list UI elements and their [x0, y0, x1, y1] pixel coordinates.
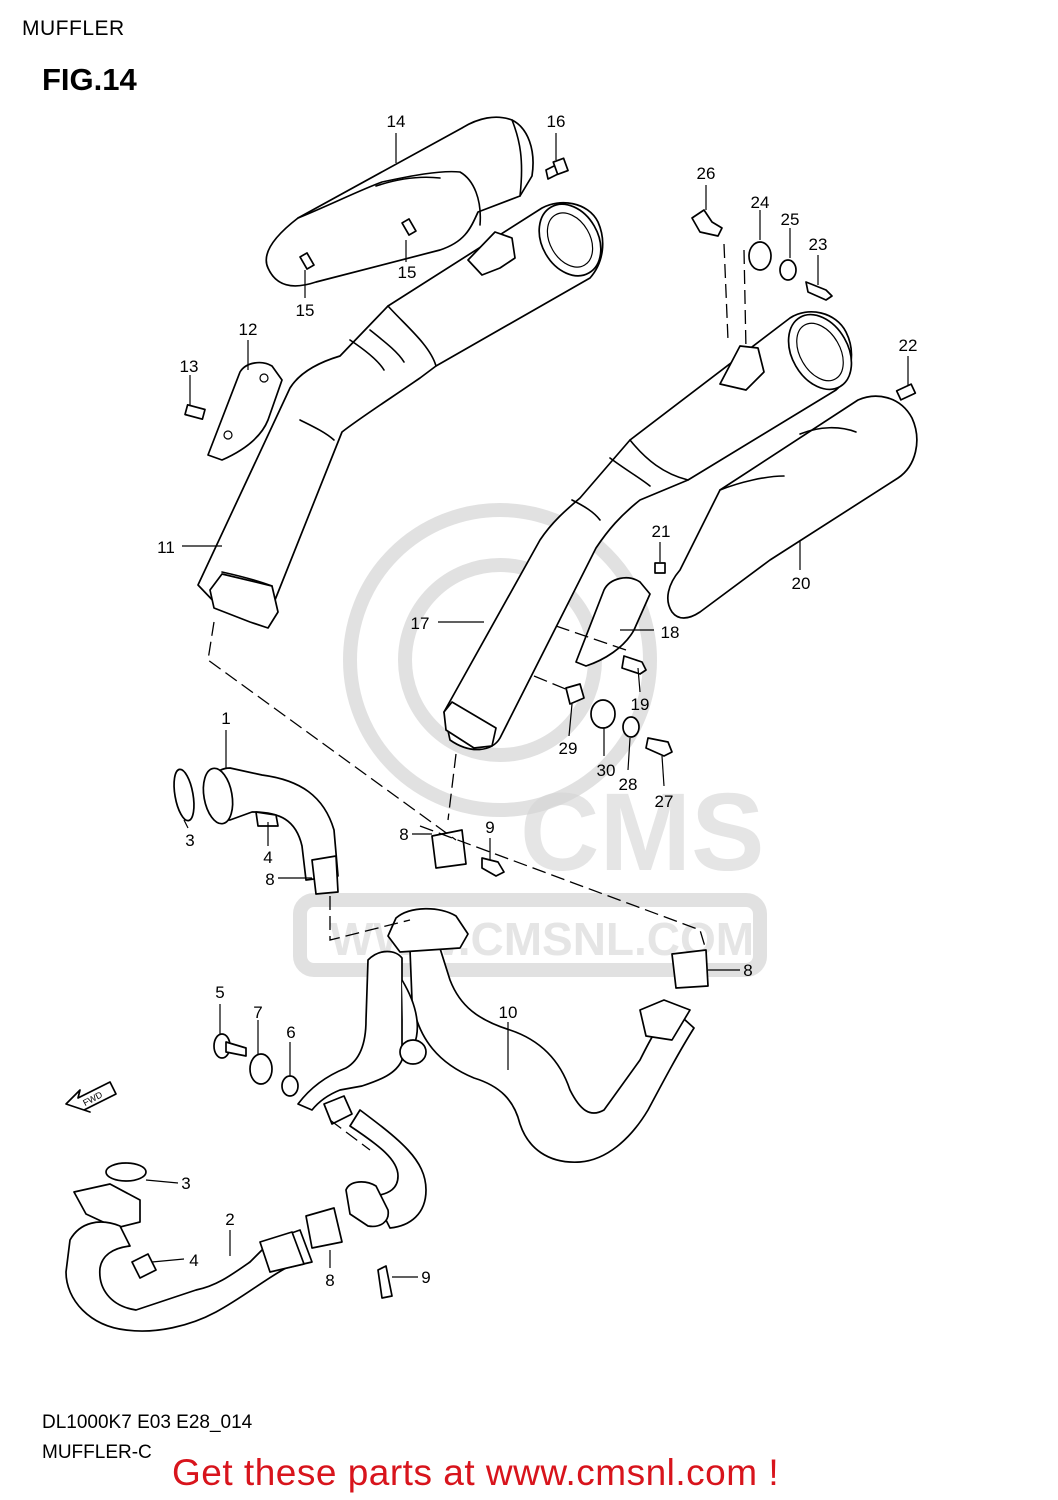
callout-13: 13 — [180, 357, 199, 376]
callout-15-upper: 15 — [398, 263, 417, 282]
part-22-bolt — [895, 383, 917, 401]
part-10-exhaust-pipe — [297, 907, 695, 1229]
part-20-heat-shield — [667, 395, 918, 619]
figure-number: FIG.14 — [42, 62, 137, 97]
callout-9-upper: 9 — [485, 818, 494, 837]
part-14-heat-shield — [265, 116, 534, 287]
callout-4-upper: 4 — [263, 848, 272, 867]
callout-19: 19 — [631, 695, 650, 714]
callout-1: 1 — [221, 709, 230, 728]
callout-29: 29 — [559, 739, 578, 758]
watermark-brand: CMS — [520, 771, 764, 894]
callout-23: 23 — [809, 235, 828, 254]
callout-10: 10 — [499, 1003, 518, 1022]
part-12-bracket — [207, 361, 283, 461]
part-2-front-pipe — [65, 1162, 313, 1332]
callout-11: 11 — [157, 538, 175, 557]
part-1-joint-pipe — [173, 767, 339, 881]
rear-mount-hardware — [565, 209, 833, 757]
callout-3-upper: 3 — [185, 831, 194, 850]
callout-24: 24 — [751, 193, 770, 212]
callout-8-mid: 8 — [399, 825, 408, 844]
callout-8-left: 8 — [265, 870, 274, 889]
callout-7: 7 — [253, 1003, 262, 1022]
forward-arrow-icon: FWD — [65, 1081, 117, 1113]
callout-2: 2 — [225, 1210, 234, 1229]
assembly-lines — [207, 243, 747, 1151]
callout-21: 21 — [652, 522, 671, 541]
callout-26: 26 — [697, 164, 716, 183]
section-title: MUFFLER — [22, 17, 125, 40]
part-9-bolt-lower — [377, 1265, 393, 1299]
part-16-bolt — [545, 157, 569, 180]
callout-27: 27 — [655, 792, 674, 811]
diagram-subtitle: MUFFLER-C — [42, 1442, 152, 1463]
diagram-code: DL1000K7 E03 E28_014 — [42, 1412, 253, 1433]
part-18-bracket — [575, 577, 651, 667]
part-13-bolt — [184, 403, 206, 421]
callout-8-lower: 8 — [325, 1271, 334, 1290]
callout-22: 22 — [899, 336, 918, 355]
callout-17: 17 — [411, 614, 430, 633]
callout-8-right: 8 — [743, 961, 752, 980]
callout-30: 30 — [597, 761, 616, 780]
promo-link[interactable]: Get these parts at www.cmsnl.com ! — [172, 1452, 780, 1493]
part-9-bolt-upper — [481, 857, 505, 877]
callout-5: 5 — [215, 983, 224, 1002]
callout-4-lower: 4 — [189, 1251, 198, 1270]
part-17-right-muffler — [443, 311, 853, 751]
part-21-clip — [654, 562, 666, 574]
callout-25: 25 — [781, 210, 800, 229]
callout-labels: 14 16 26 24 25 23 15 15 12 13 22 11 21 2… — [157, 112, 917, 1290]
callout-15-lower: 15 — [296, 301, 315, 320]
callout-6: 6 — [286, 1023, 295, 1042]
part-5-7-6-hardware — [213, 1033, 299, 1097]
callout-28: 28 — [619, 775, 638, 794]
callout-18: 18 — [661, 623, 680, 642]
callout-9-lower: 9 — [421, 1268, 430, 1287]
gasket-8-group — [305, 829, 709, 1249]
callout-12: 12 — [239, 320, 258, 339]
callout-16: 16 — [547, 112, 566, 131]
callout-14: 14 — [387, 112, 406, 131]
part-11-left-muffler — [197, 201, 604, 629]
leader-lines — [145, 133, 909, 1278]
callout-3-lower: 3 — [181, 1174, 190, 1193]
callout-20: 20 — [792, 574, 811, 593]
